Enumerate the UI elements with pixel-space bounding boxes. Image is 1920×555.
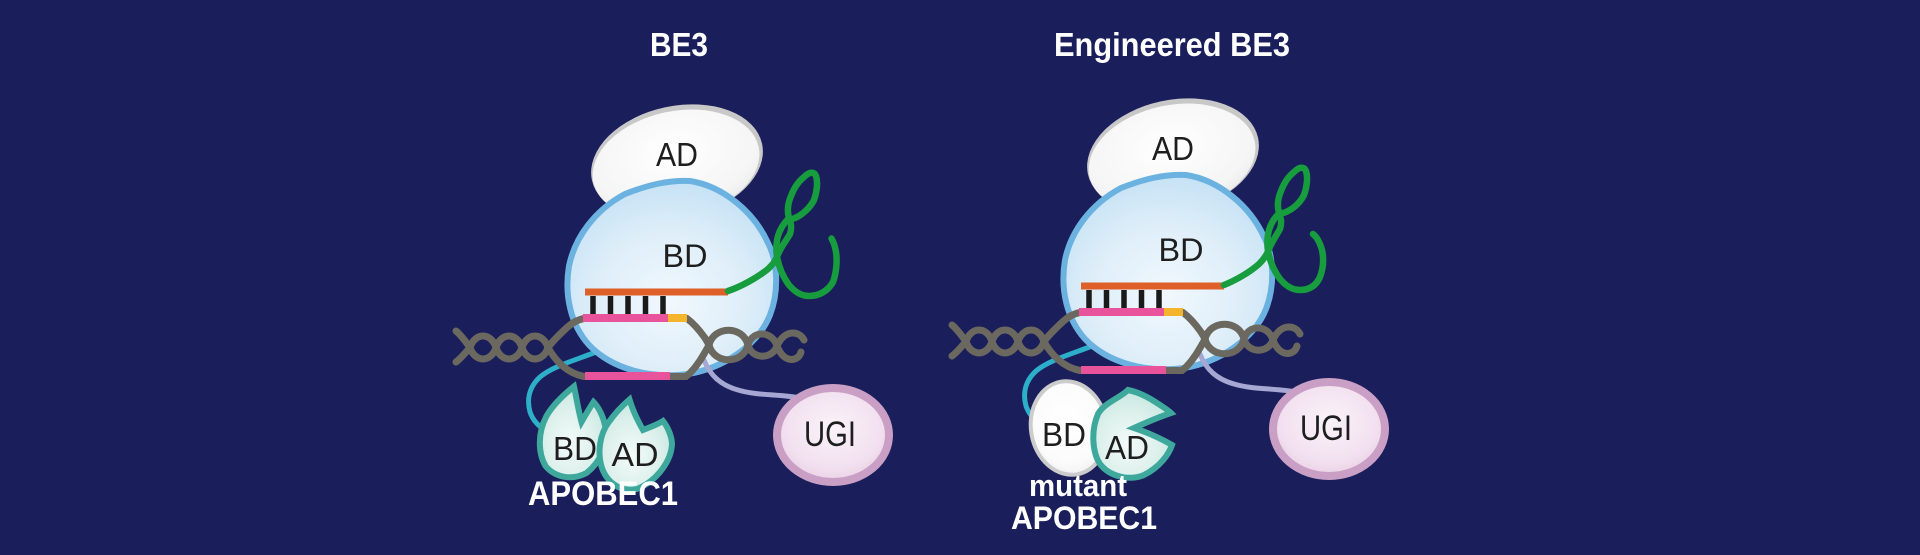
- svg-text:mutant: mutant: [1029, 468, 1127, 503]
- svg-text:APOBEC1: APOBEC1: [1011, 500, 1157, 536]
- svg-text:BD: BD: [1042, 416, 1086, 453]
- svg-text:Engineered BE3: Engineered BE3: [1054, 26, 1290, 63]
- svg-text:APOBEC1: APOBEC1: [528, 475, 678, 513]
- svg-text:AD: AD: [1105, 429, 1149, 466]
- svg-text:BE3: BE3: [650, 26, 708, 63]
- svg-text:BD: BD: [553, 430, 597, 467]
- svg-text:AD: AD: [612, 436, 659, 473]
